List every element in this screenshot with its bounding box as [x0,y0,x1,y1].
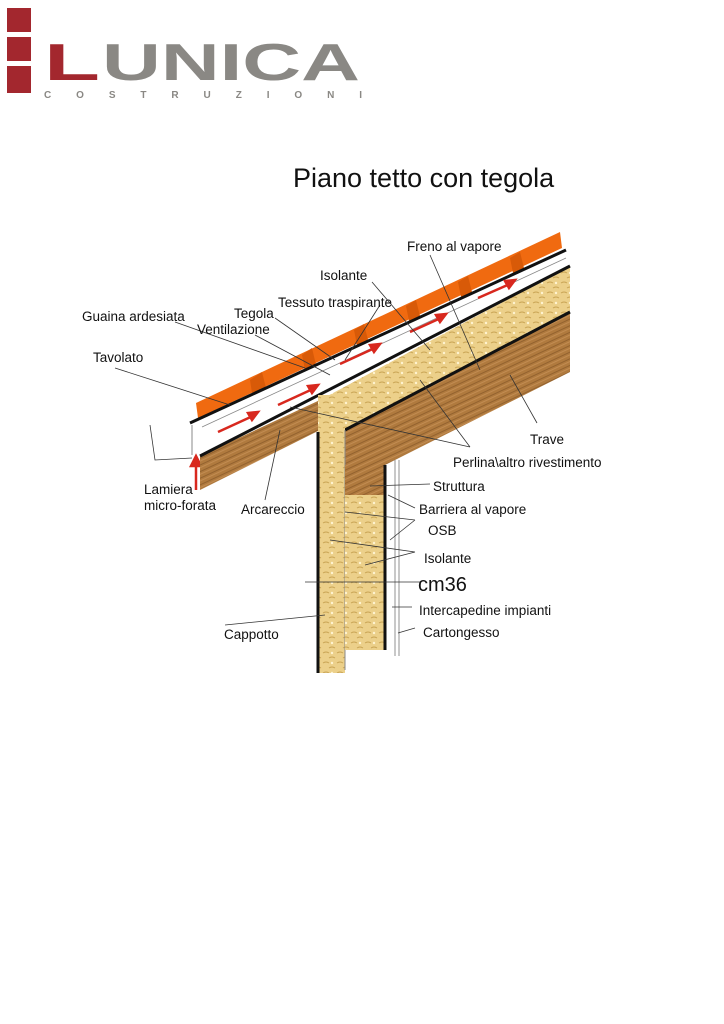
svg-text:UNICA: UNICA [102,34,360,92]
label-ventilazione: Ventilazione [197,322,270,337]
label-isolante-wall: Isolante [424,551,471,566]
label-tavolato: Tavolato [93,350,143,365]
label-freno-al-vapore: Freno al vapore [407,239,502,254]
label-perlina: Perlina\altro rivestimento [453,455,602,470]
label-lamiera: Lamiera [144,482,193,497]
ventilation-arrows [188,278,518,490]
page-title: Piano tetto con tegola [293,163,555,193]
label-tegola: Tegola [234,306,274,321]
label-tessuto-traspirante: Tessuto traspirante [278,295,392,310]
label-barriera-al-vapore: Barriera al vapore [419,502,526,517]
leader-lines [114,254,538,634]
label-isolante-roof: Isolante [320,268,367,283]
label-trave: Trave [530,432,564,447]
label-intercapedine: Intercapedine impianti [419,603,551,618]
lunica-logo: L UNICA COSTRUZIONI [7,8,362,101]
label-micro-forata: micro-forata [144,498,217,513]
label-thickness: cm36 [418,574,467,596]
roof-tiles [196,232,562,418]
svg-text:L: L [44,34,100,92]
label-arcareccio: Arcareccio [241,502,305,517]
label-cartongesso: Cartongesso [423,625,500,640]
label-cappotto: Cappotto [224,627,279,642]
svg-text:COSTRUZIONI: COSTRUZIONI [44,90,362,101]
label-osb: OSB [428,523,457,538]
label-struttura: Struttura [433,479,485,494]
label-guaina-ardesiata: Guaina ardesiata [82,309,185,324]
